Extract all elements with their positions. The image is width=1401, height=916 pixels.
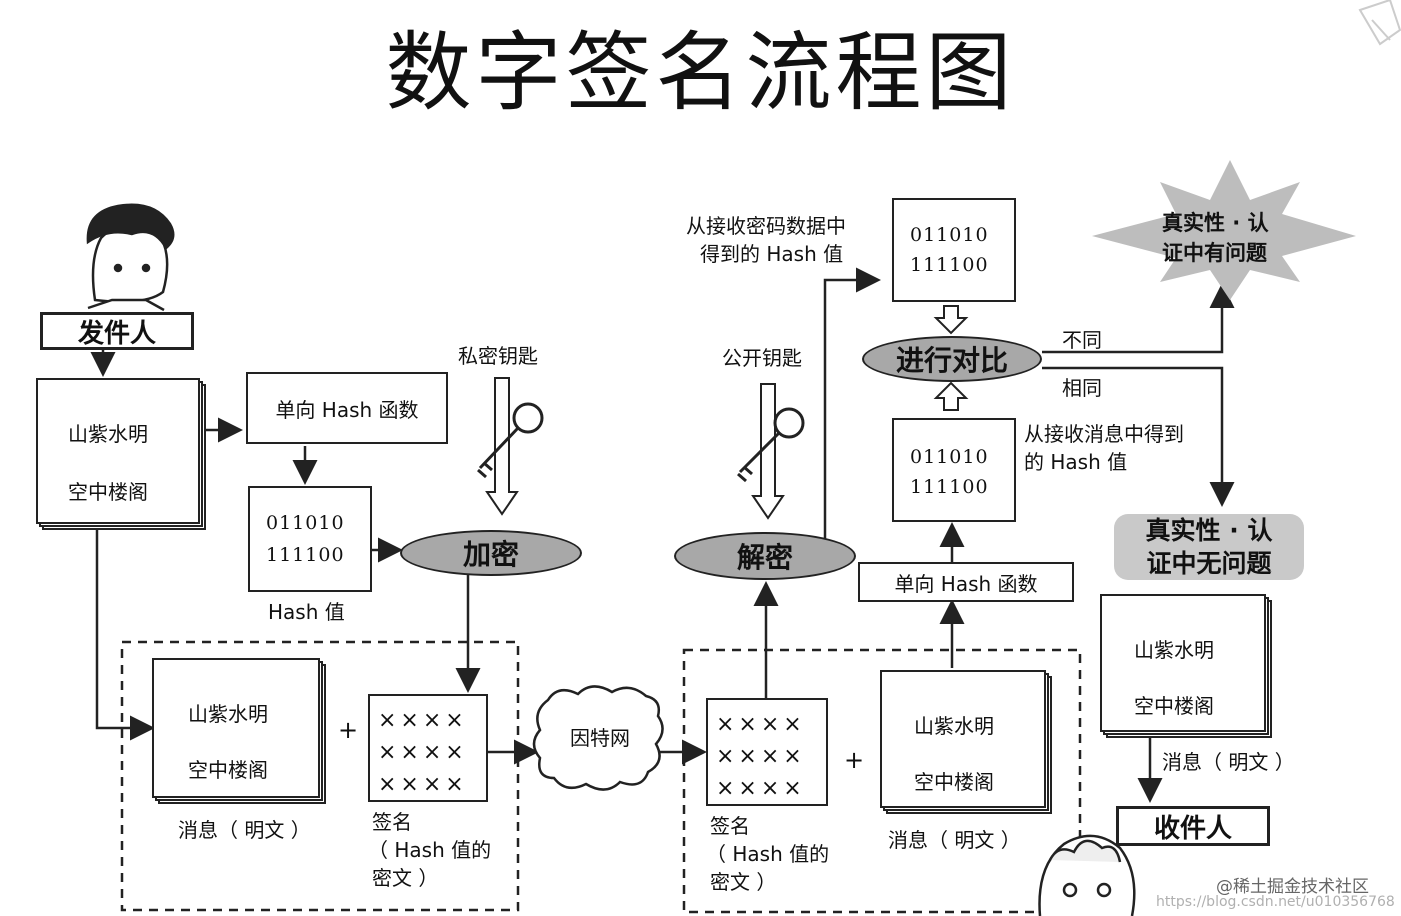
chash-line1: 011010 [910,446,989,468]
sig-row3: ×××× [378,772,468,797]
computed-hash-doc: 011010 111100 [892,418,1016,522]
chash-line2: 111100 [910,476,989,498]
sender-box: 发件人 [40,312,194,350]
sent-sig-caption3: 密文 ） [372,866,439,890]
sent-message-line1: 山紫水明 [188,702,268,726]
hash-value-doc: 011010 111100 [248,486,372,592]
dhash-line2: 111100 [910,254,989,276]
recv-message-line1: 山紫水明 [914,714,994,738]
from-message-line1: 从接收消息中得到 [1024,422,1184,446]
message-line2: 空中楼阁 [68,480,148,504]
recv-message-line2: 空中楼阁 [914,770,994,794]
receiver-box: 收件人 [1116,806,1270,846]
recv-sig-caption3: 密文 ） [710,870,777,894]
dhash-line1: 011010 [910,224,989,246]
recv-message-caption: 消息（ 明文 ） [888,828,1021,852]
decrypted-hash-doc: 011010 111100 [892,198,1016,302]
final-message-line1: 山紫水明 [1134,638,1214,662]
rsig-row2: ×××× [716,744,806,769]
internet-label: 因特网 [570,726,630,750]
from-signature-line1: 从接收密码数据中 [686,214,846,238]
sig-row2: ×××× [378,740,468,765]
different-label: 不同 [1062,328,1102,352]
private-key-label: 私密钥匙 [458,344,538,368]
compare-node: 进行对比 [862,336,1042,382]
recv-sig-caption1: 签名 [710,814,750,838]
sent-sig-caption2: （ Hash 值的 [368,838,492,862]
from-signature-line2: 得到的 Hash 值 [700,242,844,266]
message-line1: 山紫水明 [68,422,148,446]
bad-result-line1: 真实性 · 认 [1162,211,1269,235]
sent-sig-caption1: 签名 [372,810,412,834]
received-signature-doc: ×××× ×××× ×××× [706,698,828,806]
same-label: 相同 [1062,376,1102,400]
hash-line2: 111100 [266,544,345,566]
hash-function-box: 单向 Hash 函数 [246,372,448,444]
final-message-caption: 消息（ 明文 ） [1162,750,1295,774]
received-message-doc: 山紫水明 空中楼阁 [880,670,1054,816]
rsig-row1: ×××× [716,712,806,737]
final-message-doc: 山紫水明 空中楼阁 [1100,594,1274,740]
plus-sign-1: + [338,716,359,744]
final-message-line2: 空中楼阁 [1134,694,1214,718]
watermark-site: @稀土掘金技术社区 [1216,877,1369,897]
bad-result-line2: 证中有问题 [1162,241,1267,265]
rsig-row3: ×××× [716,776,806,801]
recv-hash-function-box: 单向 Hash 函数 [858,562,1074,602]
sent-message-line2: 空中楼阁 [188,758,268,782]
good-result-line1: 真实性 · 认 [1145,516,1273,545]
recv-sig-caption2: （ Hash 值的 [706,842,830,866]
decrypt-node: 解密 [674,532,856,580]
hash-value-caption: Hash 值 [268,600,345,624]
good-result: 真实性 · 认 证中无问题 [1114,514,1304,580]
sig-row1: ×××× [378,708,468,733]
bad-result: 真实性 · 认 证中有问题 [1162,208,1269,268]
plus-sign-2: + [844,746,865,774]
sent-message-doc: 山紫水明 空中楼阁 [152,658,328,806]
page-title: 数字签名流程图 [385,23,1016,123]
public-key-label: 公开钥匙 [722,346,802,370]
hash-line1: 011010 [266,512,345,534]
good-result-line2: 证中无问题 [1146,549,1272,578]
encrypt-node: 加密 [400,530,582,576]
sent-signature-doc: ×××× ×××× ×××× [368,694,488,802]
from-message-line2: 的 Hash 值 [1024,450,1128,474]
watermark-url: https://blog.csdn.net/u010356768 [1156,894,1395,910]
sent-message-caption: 消息（ 明文 ） [178,818,311,842]
original-message-doc: 山紫水明 空中楼阁 [36,378,208,530]
